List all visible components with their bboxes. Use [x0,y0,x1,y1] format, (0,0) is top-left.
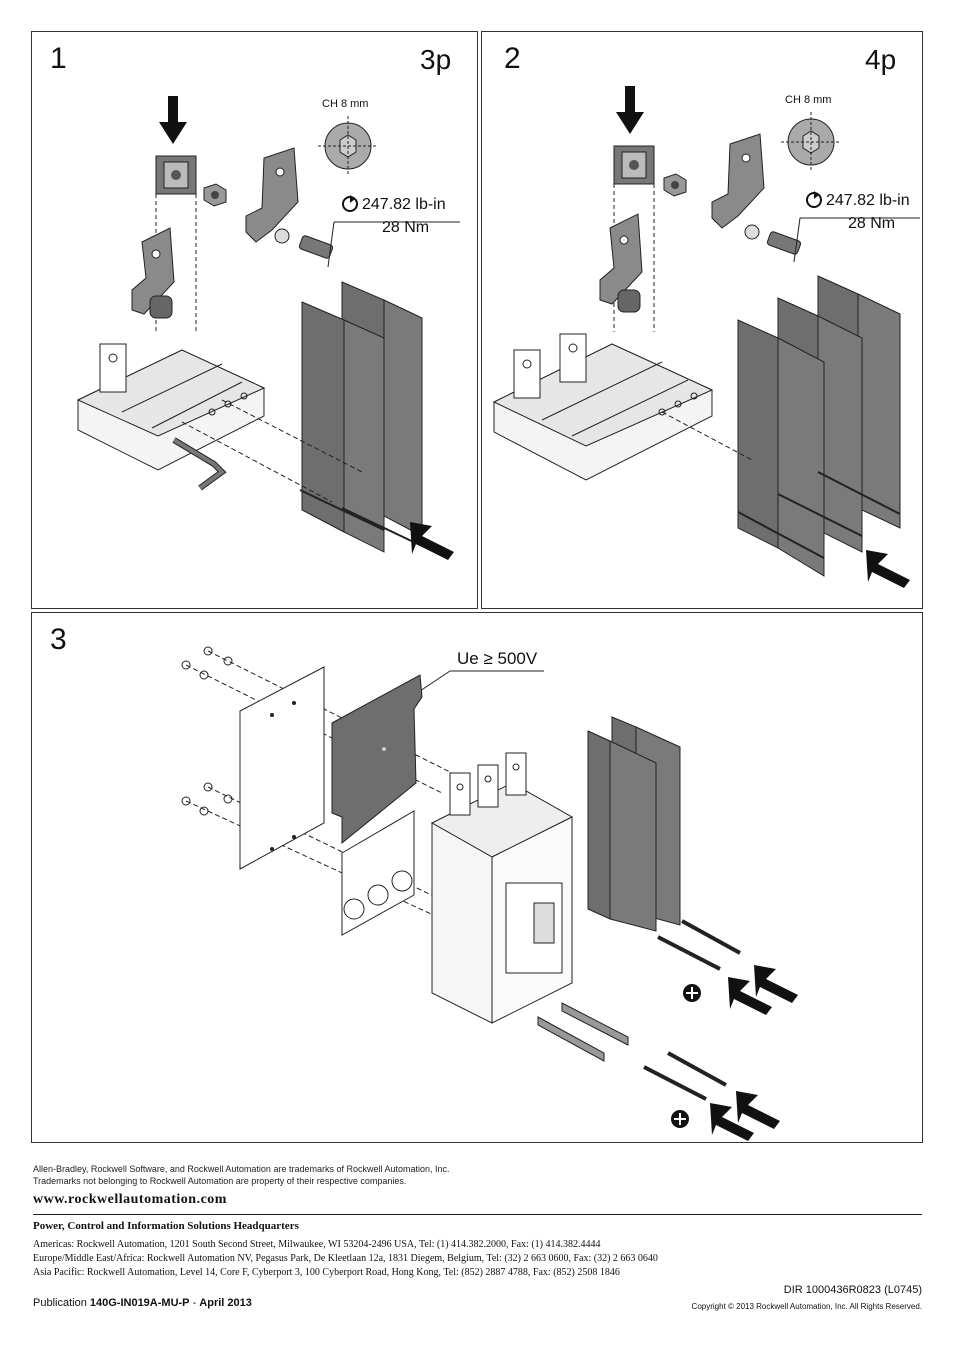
trademark-note-1: Allen-Bradley, Rockwell Software, and Ro… [33,1164,450,1174]
step-number: 1 [50,42,67,75]
torque-lbin-label: 247.82 lb-in [826,192,910,209]
torque-wrench-icon [806,191,822,208]
insert-arrow-icon [710,965,798,1141]
breaker-base [76,343,266,471]
insulating-barrier [331,674,423,845]
nuts-and-washers [181,646,233,816]
step-number: 3 [50,623,67,656]
footer-divider [33,1214,922,1215]
breaker-base [492,333,714,481]
allen-key [172,437,227,491]
terminal-connector [613,145,655,185]
long-screws [643,919,741,1101]
phillips-screwdriver-icon [671,1110,689,1128]
connection-bar [245,147,334,259]
hex-size-label: CH 8 mm [322,98,369,110]
phase-barriers [587,716,681,932]
panel-step-1: 1 3p CH 8 mm 247.82 lb-in 28 Nm [31,31,478,609]
step-1-illustration [76,96,460,560]
rear-cover-plate [239,666,325,870]
torque-nm-label: 28 Nm [848,215,896,232]
down-arrow-icon [159,96,187,144]
bar-terminal [599,213,643,313]
website-link[interactable]: www.rockwellautomation.com [33,1192,227,1207]
down-arrow-icon [616,86,644,134]
pole-label: 3p [420,44,452,75]
step-number: 2 [504,42,521,75]
torque-lbin-label: 247.82 lb-in [362,196,446,213]
terminal-cover [341,810,415,936]
terminal-connector [155,155,197,195]
step-2-illustration [492,86,920,588]
address-emea: Europe/Middle East/Africa: Rockwell Auto… [33,1253,658,1264]
hq-title: Power, Control and Information Solutions… [33,1220,299,1232]
hex-size-label: CH 8 mm [785,94,832,106]
panel-step-2: 2 4p CH 8 mm 247.82 lb-in 28 Nm [481,31,923,609]
document-id: DIR 1000436R0823 (L0745) [783,1284,922,1296]
terminal-strips [537,1002,629,1062]
pole-label: 4p [865,44,897,75]
voltage-label: Ue ≥ 500V [457,649,538,668]
hex-socket-detail [318,116,378,176]
publication-sep: - [189,1297,200,1309]
publication-number: 140G-IN019A-MU-P [89,1297,190,1309]
torque-wrench-icon [342,195,358,212]
hex-nut [203,183,227,207]
publication-prefix: Publication [33,1297,90,1309]
bar-terminal [131,227,175,319]
trademark-note-2: Trademarks not belonging to Rockwell Aut… [33,1176,407,1186]
hex-socket-detail [781,112,841,172]
connection-bar [711,133,802,255]
phase-barriers [299,281,423,553]
address-americas: Americas: Rockwell Automation, 1201 Sout… [33,1239,601,1250]
hex-nut [663,173,687,197]
publication-date: April 2013 [199,1297,252,1309]
panel-step-3: 3 Ue ≥ 500V [31,612,923,1143]
insert-arrow-icon [410,522,454,560]
torque-nm-label: 28 Nm [382,219,430,236]
phillips-screwdriver-icon [683,984,701,1002]
copyright: Copyright © 2013 Rockwell Automation, In… [691,1302,922,1311]
circuit-breaker [430,752,574,1024]
step-3-illustration [181,646,798,1141]
publication-info: Publication 140G-IN019A-MU-P - April 201… [33,1297,252,1309]
address-asia: Asia Pacific: Rockwell Automation, Level… [33,1267,620,1278]
phase-barriers [737,275,901,577]
insert-arrow-icon [866,550,910,588]
